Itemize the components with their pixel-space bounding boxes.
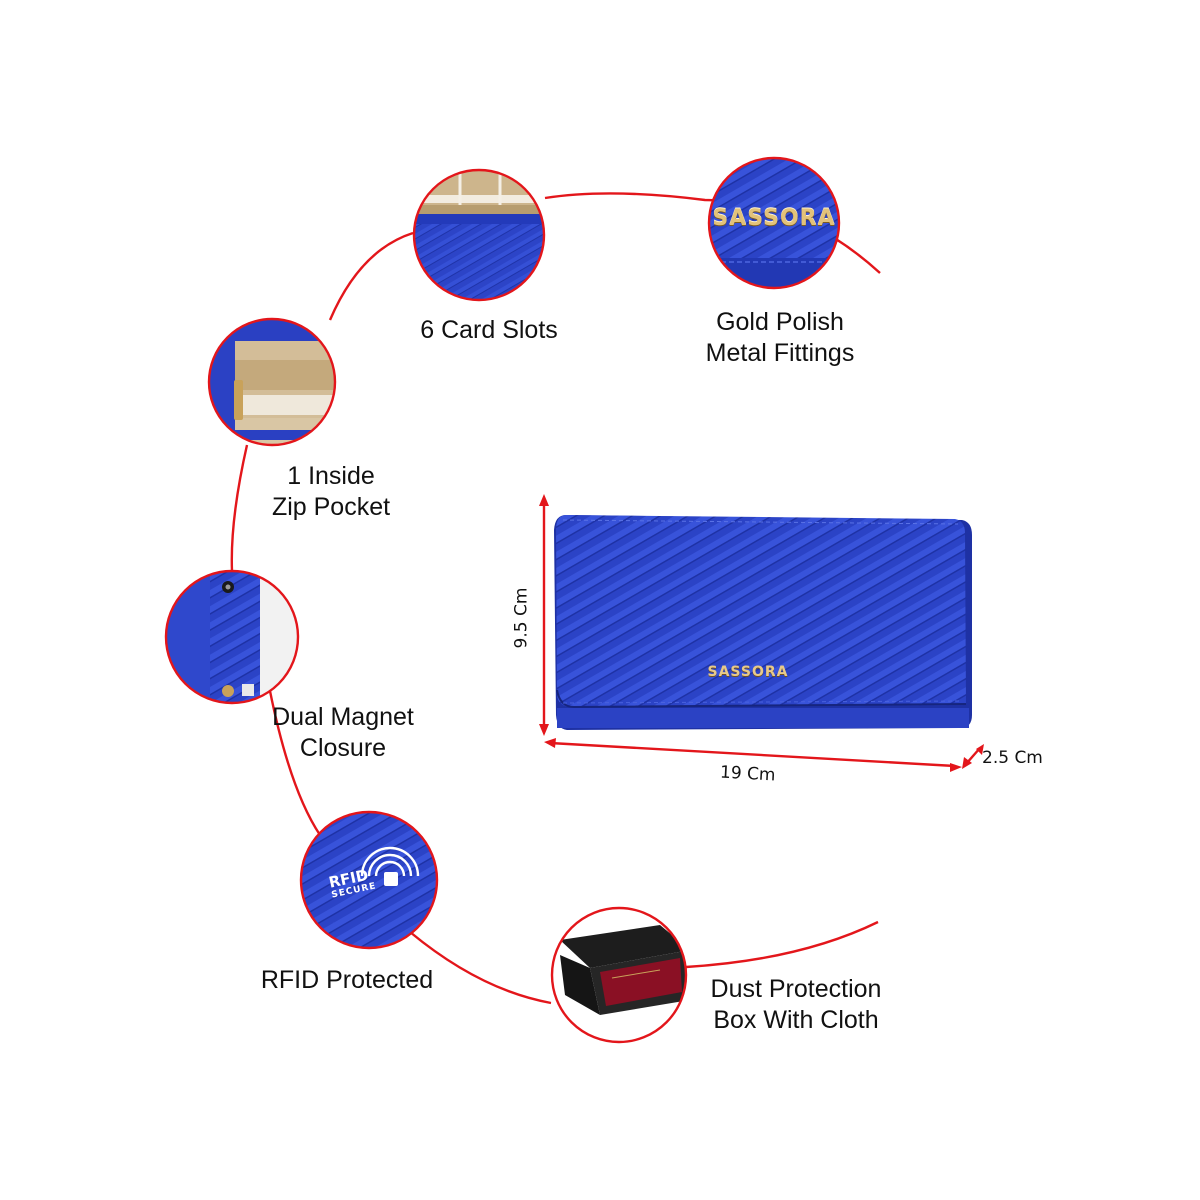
feature-label-line: Dust Protection xyxy=(710,975,882,1003)
feature-label-line: Metal Fittings xyxy=(705,339,855,367)
feature-label-line: 6 Card Slots xyxy=(420,316,558,344)
magnet-closure-photo xyxy=(164,569,300,705)
feature-label-line: Closure xyxy=(299,734,387,762)
wallet-product-image xyxy=(554,515,972,730)
rfid-icon xyxy=(360,846,420,886)
feature-label-metal-fittings: Gold Polish Metal Fittings xyxy=(680,307,880,369)
brand-logo-closeup: SASSORA xyxy=(712,206,836,231)
feature-label-rfid: RFID Protected xyxy=(237,965,457,996)
feature-label-line: RFID Protected xyxy=(260,966,434,994)
feature-label-dust-box: Dust Protection Box With Cloth xyxy=(686,974,906,1036)
zip-pocket-photo xyxy=(207,317,337,447)
dimension-lines xyxy=(539,494,984,772)
feature-label-line: Box With Cloth xyxy=(713,1006,879,1034)
dust-box-photo xyxy=(550,906,688,1044)
feature-label-line: Zip Pocket xyxy=(271,493,391,521)
feature-label-magnet-closure: Dual Magnet Closure xyxy=(243,702,443,764)
dimension-width: 19 Cm xyxy=(719,762,776,786)
feature-label-line: Dual Magnet xyxy=(272,703,414,731)
card-slots-photo xyxy=(412,168,546,302)
metal-fittings-photo xyxy=(707,156,841,290)
feature-label-zip-pocket: 1 Inside Zip Pocket xyxy=(236,461,426,523)
feature-label-line: 1 Inside xyxy=(287,462,375,490)
dimension-depth: 2.5 Cm xyxy=(982,748,1043,768)
brand-logo-wallet: SASSORA xyxy=(707,664,789,680)
feature-label-card-slots: 6 Card Slots xyxy=(394,315,584,346)
dimension-height: 9.5 Cm xyxy=(511,587,532,649)
connector-arc xyxy=(230,192,881,1005)
feature-label-line: Gold Polish xyxy=(716,308,844,336)
rfid-photo xyxy=(299,810,439,950)
